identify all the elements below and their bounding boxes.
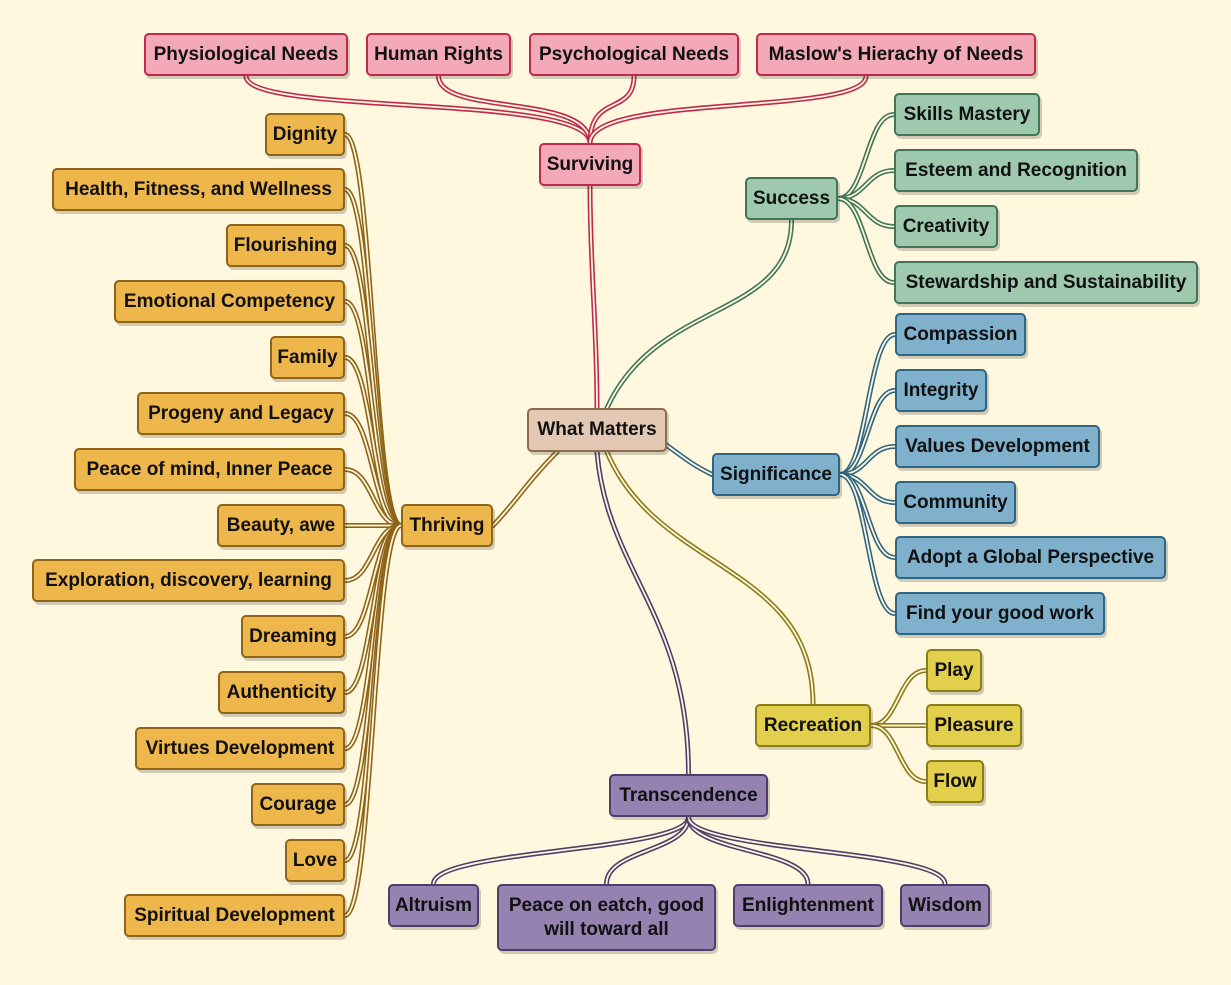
root-node-what-matters[interactable]: What Matters xyxy=(527,408,667,452)
link-success-child xyxy=(835,196,897,285)
leaf-node-authenticity[interactable]: Authenticity xyxy=(218,671,345,714)
branch-node-thriving[interactable]: Thriving xyxy=(401,504,493,547)
link-thriving-child xyxy=(342,523,404,918)
leaf-node-adopt-a-global-perspective[interactable]: Adopt a Global Perspective xyxy=(895,536,1166,579)
link-transcendence-child xyxy=(431,814,691,887)
leaf-node-wisdom[interactable]: Wisdom xyxy=(900,884,990,927)
leaf-node-emotional-competency[interactable]: Emotional Competency xyxy=(114,280,345,323)
link-root-success xyxy=(604,217,794,411)
link-root-recreation xyxy=(604,449,816,707)
leaf-node-values-development[interactable]: Values Development xyxy=(895,425,1100,468)
leaf-node-family[interactable]: Family xyxy=(270,336,345,379)
leaf-node-love[interactable]: Love xyxy=(285,839,345,882)
leaf-node-human-rights[interactable]: Human Rights xyxy=(366,33,511,76)
branch-node-recreation[interactable]: Recreation xyxy=(755,704,871,747)
link-transcendence-child xyxy=(686,814,811,887)
link-surviving-child xyxy=(587,73,637,146)
link-significance-child xyxy=(837,472,898,616)
leaf-node-flourishing[interactable]: Flourishing xyxy=(226,224,345,267)
branch-node-transcendence[interactable]: Transcendence xyxy=(609,774,768,817)
leaf-node-physiological-needs[interactable]: Physiological Needs xyxy=(144,33,348,76)
leaf-node-progeny-and-legacy[interactable]: Progeny and Legacy xyxy=(137,392,345,435)
leaf-node-maslows-hierachy-of-needs[interactable]: Maslow's Hierachy of Needs xyxy=(756,33,1036,76)
leaf-node-dignity[interactable]: Dignity xyxy=(265,113,345,156)
leaf-node-spiritual-development[interactable]: Spiritual Development xyxy=(124,894,345,937)
leaf-node-peace-on-earth[interactable]: Peace on eatch, good will toward all xyxy=(497,884,716,951)
branch-node-surviving[interactable]: Surviving xyxy=(539,143,641,186)
leaf-node-virtues-development[interactable]: Virtues Development xyxy=(135,727,345,770)
link-recreation-child xyxy=(868,668,929,728)
leaf-node-compassion[interactable]: Compassion xyxy=(895,313,1026,356)
link-significance-child xyxy=(837,332,898,477)
leaf-node-health-fitness-wellness[interactable]: Health, Fitness, and Wellness xyxy=(52,168,345,211)
leaf-node-integrity[interactable]: Integrity xyxy=(895,369,987,412)
leaf-node-courage[interactable]: Courage xyxy=(251,783,345,826)
leaf-node-dreaming[interactable]: Dreaming xyxy=(241,615,345,658)
link-thriving-child xyxy=(342,243,404,528)
link-recreation-child xyxy=(868,723,929,784)
leaf-node-enlightenment[interactable]: Enlightenment xyxy=(733,884,883,927)
link-transcendence-child xyxy=(604,814,691,887)
link-root-significance xyxy=(662,441,715,477)
leaf-node-community[interactable]: Community xyxy=(895,481,1016,524)
leaf-node-altruism[interactable]: Altruism xyxy=(388,884,479,927)
leaf-node-find-your-good-work[interactable]: Find your good work xyxy=(895,592,1105,635)
link-surviving-child xyxy=(243,73,593,146)
link-surviving-child xyxy=(436,73,593,146)
link-root-surviving xyxy=(587,183,600,411)
leaf-node-psychological-needs[interactable]: Psychological Needs xyxy=(529,33,739,76)
link-root-thriving xyxy=(490,449,560,528)
leaf-node-creativity[interactable]: Creativity xyxy=(894,205,998,248)
link-root-transcendence xyxy=(594,449,691,777)
leaf-node-beauty-awe[interactable]: Beauty, awe xyxy=(217,504,345,547)
link-transcendence-child xyxy=(686,814,948,887)
leaf-node-skills-mastery[interactable]: Skills Mastery xyxy=(894,93,1040,136)
leaf-node-stewardship-and-sustainability[interactable]: Stewardship and Sustainability xyxy=(894,261,1198,304)
link-surviving-child xyxy=(587,73,869,146)
leaf-node-flow[interactable]: Flow xyxy=(926,760,984,803)
branch-node-significance[interactable]: Significance xyxy=(712,453,840,496)
leaf-node-exploration-discovery-learning[interactable]: Exploration, discovery, learning xyxy=(32,559,345,602)
leaf-node-peace-of-mind[interactable]: Peace of mind, Inner Peace xyxy=(74,448,345,491)
leaf-node-play[interactable]: Play xyxy=(926,649,982,692)
leaf-node-esteem-and-recognition[interactable]: Esteem and Recognition xyxy=(894,149,1138,192)
leaf-node-pleasure[interactable]: Pleasure xyxy=(926,704,1022,747)
branch-node-success[interactable]: Success xyxy=(745,177,838,220)
